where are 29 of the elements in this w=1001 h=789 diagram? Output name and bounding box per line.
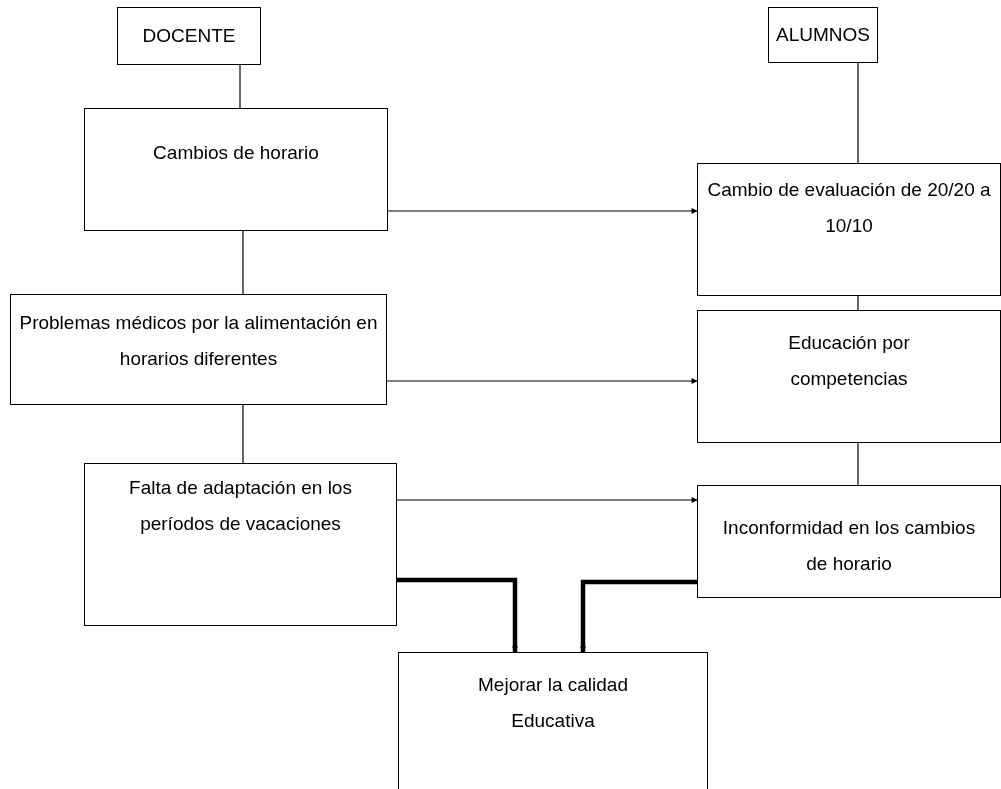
text-box — [84, 108, 388, 231]
box-text: ALUMNOS — [776, 23, 870, 47]
box-text: Cambios de horario — [153, 141, 319, 165]
text-box — [10, 294, 387, 405]
text-box — [697, 163, 1001, 296]
arrow — [397, 577, 518, 653]
box-text: Problemas médicos por la alimentación en horarios diferentes — [18, 311, 379, 371]
arrow — [386, 378, 698, 384]
box-text: Cambio de evaluación de 20/20 a 10/10 — [706, 178, 992, 238]
text-box — [84, 463, 397, 626]
connector-line — [857, 295, 859, 311]
connector-line — [857, 62, 859, 164]
text-box — [697, 310, 1001, 443]
text-box — [117, 7, 261, 65]
box-text: DOCENTE — [142, 24, 236, 48]
connector-line — [239, 64, 241, 109]
text-box — [398, 652, 708, 789]
text-box — [768, 7, 878, 63]
box-text: Mejorar la calidad Educativa — [477, 673, 629, 733]
arrow — [580, 579, 697, 653]
box-text: Falta de adaptación en los períodos de vacaciones — [128, 476, 353, 536]
box-text: Inconformidad en los cambios de horario — [721, 516, 977, 576]
text-box — [697, 485, 1001, 598]
connector-line — [242, 230, 244, 295]
arrow — [387, 208, 698, 214]
connector-line — [857, 442, 859, 486]
connector-line — [242, 404, 244, 464]
arrow — [396, 497, 698, 503]
box-text: Educación por competencias — [787, 331, 911, 391]
